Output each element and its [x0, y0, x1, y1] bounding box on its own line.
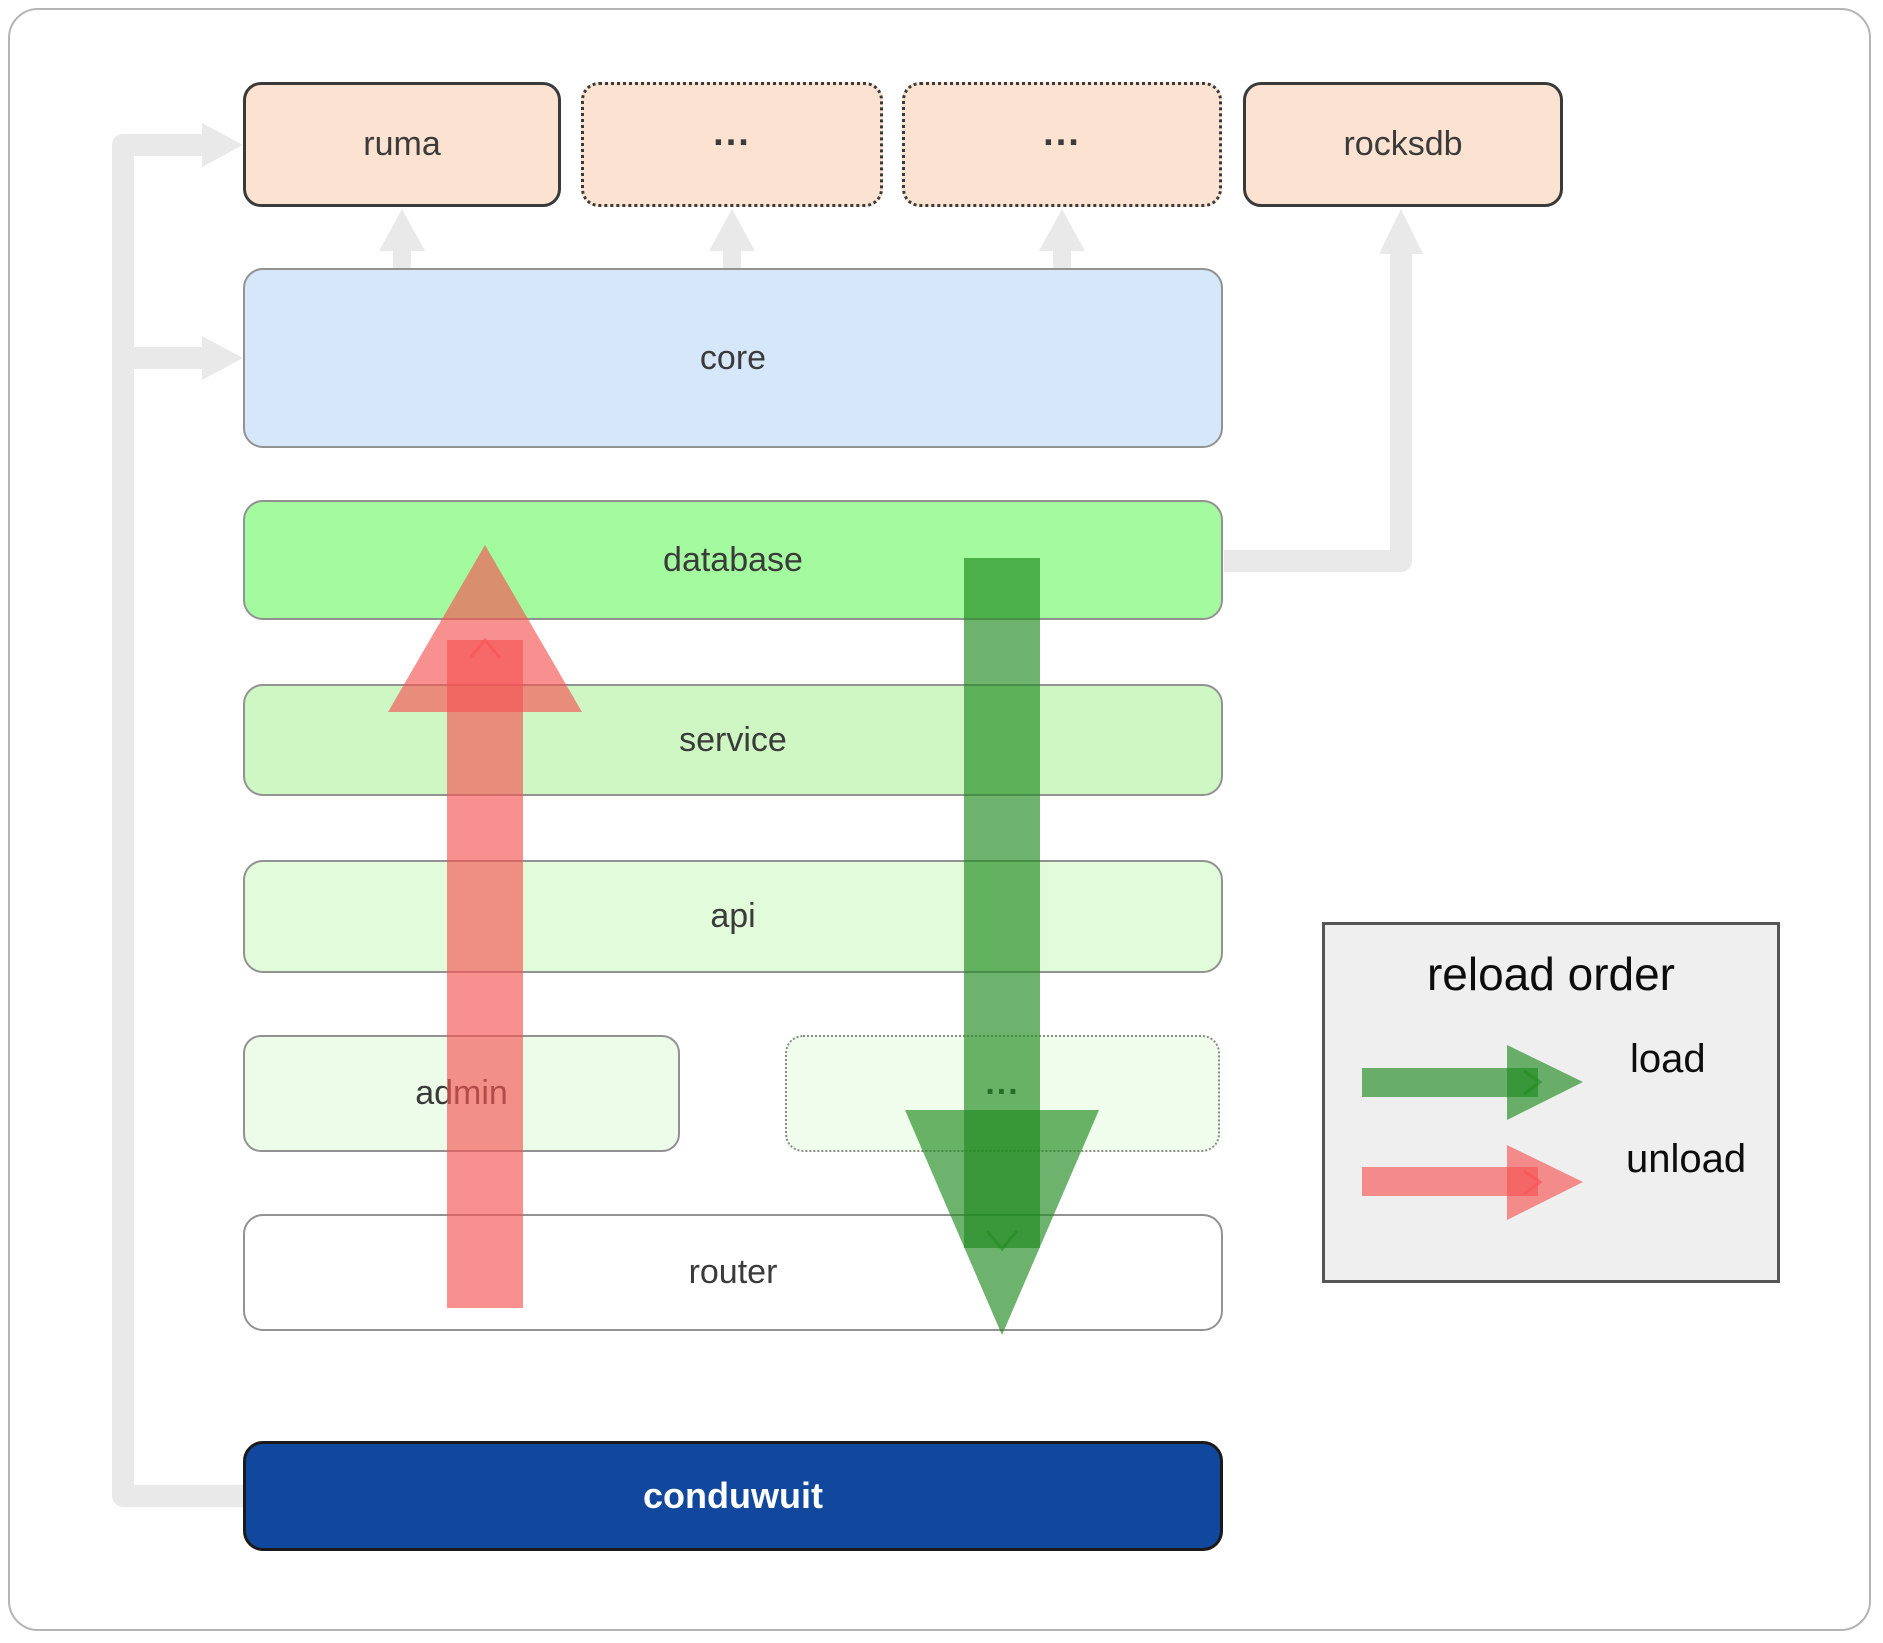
box-ruma-label: ruma — [363, 125, 441, 163]
box-ellipsis-2: ... — [902, 82, 1222, 207]
box-database-label: database — [663, 540, 803, 579]
box-core-label: core — [699, 338, 767, 377]
box-service-label: service — [679, 720, 787, 759]
box-api-label: api — [710, 897, 756, 935]
box-ellipsis-3-label: ... — [985, 1063, 1020, 1102]
diagram-outer-frame — [8, 8, 1871, 1631]
legend-title: reload order — [1426, 948, 1676, 1000]
box-service: service — [243, 684, 1223, 796]
box-rocksdb-label: rocksdb — [1343, 125, 1463, 163]
box-admin: admin — [243, 1035, 680, 1152]
box-admin-label: admin — [415, 1074, 508, 1112]
box-database: database — [243, 500, 1223, 620]
box-ruma: ruma — [243, 82, 561, 207]
box-conduwuit: conduwuit — [243, 1441, 1223, 1551]
legend-load-label: load — [1630, 1037, 1706, 1081]
box-ellipsis-1: ... — [581, 82, 883, 207]
box-ellipsis-2-label: ... — [1043, 111, 1081, 154]
box-ellipsis-1-label: ... — [713, 111, 751, 154]
box-core: core — [243, 268, 1223, 448]
box-router-label: router — [688, 1253, 778, 1291]
box-conduwuit-label: conduwuit — [643, 1475, 823, 1516]
box-ellipsis-3: ... — [785, 1035, 1220, 1152]
box-api: api — [243, 860, 1223, 973]
box-rocksdb: rocksdb — [1243, 82, 1563, 207]
box-router: router — [243, 1214, 1223, 1331]
legend-unload-label: unload — [1626, 1137, 1747, 1181]
legend-reload-order: reload order load unload — [1322, 922, 1780, 1283]
